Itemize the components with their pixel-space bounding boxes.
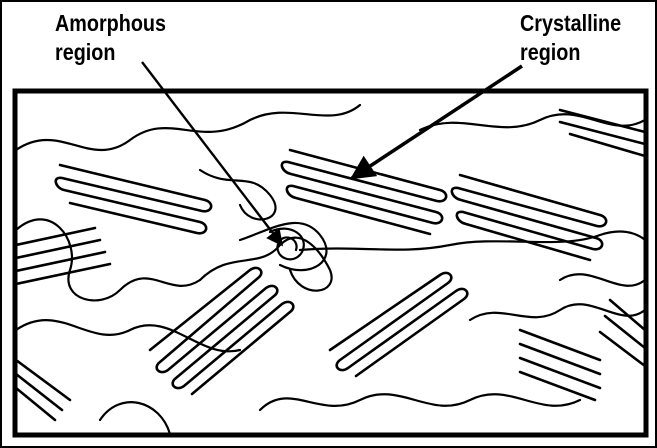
- crystalline-lamellae: [16, 110, 645, 420]
- amorphous-loop: [270, 229, 304, 260]
- crystalline-pointer-arrow: [352, 66, 522, 178]
